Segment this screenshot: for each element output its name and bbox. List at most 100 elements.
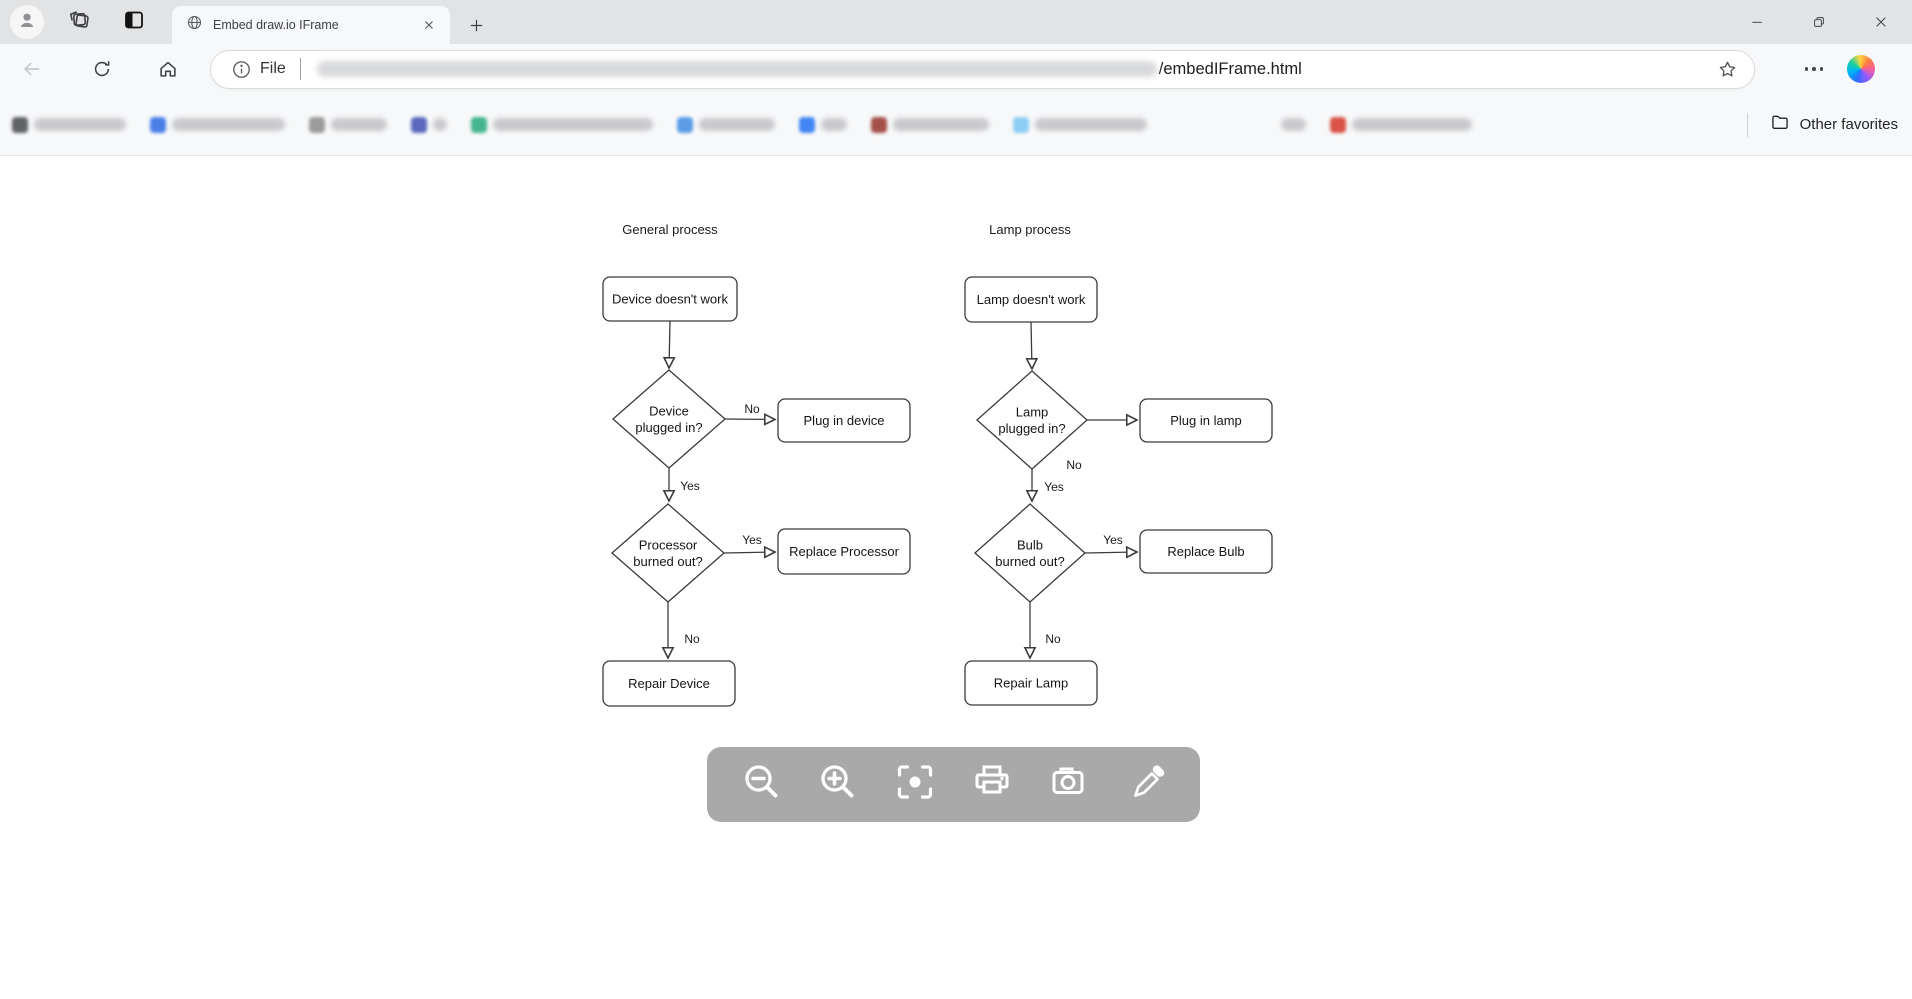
flowchart-canvas: General process Device doesn't work Devi…	[602, 222, 1273, 822]
bookmark-item[interactable]	[799, 116, 847, 133]
edge-general-start-to-d1	[669, 320, 670, 368]
back-button[interactable]	[16, 53, 48, 85]
avatar-icon	[15, 8, 39, 37]
other-favorites-button[interactable]: Other favorites	[1746, 112, 1912, 137]
bookmark-favicon	[871, 116, 887, 133]
settings-more-button[interactable]	[1797, 67, 1831, 71]
edge-label-general-yes2: Yes	[742, 533, 762, 547]
zoom-in-button[interactable]	[821, 765, 854, 798]
svg-text:Lamp doesn't work: Lamp doesn't work	[977, 292, 1086, 307]
bookmark-item[interactable]	[471, 116, 653, 133]
other-favorites-label: Other favorites	[1799, 116, 1898, 133]
edge-label-lamp-no2: No	[1045, 632, 1061, 646]
bookmark-label-blurred	[821, 118, 847, 131]
svg-text:plugged in?: plugged in?	[635, 420, 702, 435]
node-device-doesnt-work: Device doesn't work	[602, 276, 738, 322]
node-device-plugged-in: Device plugged in?	[612, 369, 726, 469]
favorites-bar: Other favorites	[0, 94, 1912, 156]
workspaces-icon	[67, 7, 93, 38]
minimize-button[interactable]	[1726, 0, 1788, 44]
refresh-button[interactable]	[86, 53, 118, 85]
bookmark-item[interactable]	[1013, 116, 1147, 133]
node-plug-in-lamp: Plug in lamp	[1139, 398, 1273, 443]
tab-close-button[interactable]	[418, 14, 440, 36]
bookmark-favicon	[411, 116, 427, 133]
camera-button[interactable]	[1052, 767, 1084, 794]
lamp-process-title: Lamp process	[989, 222, 1071, 237]
node-repair-lamp: Repair Lamp	[964, 660, 1098, 706]
workspaces-button[interactable]	[62, 4, 98, 40]
copilot-button[interactable]	[1847, 55, 1875, 83]
svg-text:burned out?: burned out?	[995, 554, 1064, 569]
bookmark-label-blurred	[172, 118, 285, 131]
node-processor-burned-out: Processor burned out?	[611, 503, 725, 603]
node-replace-processor: Replace Processor	[777, 528, 911, 575]
window-close-button[interactable]	[1850, 0, 1912, 44]
home-button[interactable]	[152, 53, 184, 85]
edit-button[interactable]	[1134, 765, 1165, 797]
svg-text:burned out?: burned out?	[633, 554, 702, 569]
bookmark-label-blurred	[331, 118, 387, 131]
address-bar[interactable]: File /embedIFrame.html	[210, 49, 1755, 89]
bookmark-item[interactable]	[1281, 118, 1306, 131]
bookmark-item[interactable]	[411, 116, 447, 133]
bookmark-favicon	[1330, 116, 1346, 133]
url-path-blurred	[316, 61, 1157, 77]
edge-label-general-no1: No	[744, 402, 760, 416]
edge-general-d1-no	[724, 419, 775, 420]
bookmark-favicon	[150, 116, 166, 133]
tab-actions-button[interactable]	[116, 4, 152, 40]
bookmark-label-blurred	[493, 118, 653, 131]
globe-icon	[186, 14, 203, 36]
favorites-divider	[1746, 112, 1748, 137]
svg-text:Replace Processor: Replace Processor	[789, 544, 899, 559]
bookmark-item[interactable]	[871, 116, 989, 133]
edge-label-general-yes1: Yes	[680, 479, 700, 493]
zoom-out-button[interactable]	[745, 765, 778, 798]
url-divider	[299, 58, 301, 80]
edge-label-lamp-yes1: Yes	[1044, 480, 1064, 494]
bookmark-item[interactable]	[1330, 116, 1472, 133]
svg-text:Repair Lamp: Repair Lamp	[994, 676, 1068, 691]
folder-icon	[1770, 112, 1790, 137]
svg-text:Processor: Processor	[639, 538, 698, 553]
print-button[interactable]	[975, 765, 1009, 794]
bookmark-label-blurred	[34, 118, 126, 131]
edge-lamp-d2-yes	[1084, 552, 1137, 553]
url-tail: /embedIFrame.html	[1158, 59, 1302, 78]
svg-text:Bulb: Bulb	[1017, 538, 1043, 553]
browser-tab[interactable]: Embed draw.io IFrame	[172, 6, 450, 44]
edge-general-d2-yes	[723, 552, 775, 553]
bookmark-item[interactable]	[150, 116, 285, 133]
svg-text:Replace Bulb: Replace Bulb	[1167, 544, 1244, 559]
svg-text:Plug in device: Plug in device	[804, 413, 885, 428]
viewer-toolbar	[707, 747, 1200, 822]
info-icon[interactable]	[231, 59, 252, 80]
bookmark-label-blurred	[1035, 118, 1147, 131]
svg-text:Device doesn't work: Device doesn't work	[612, 292, 728, 307]
bookmark-item[interactable]	[309, 116, 387, 133]
edge-label-general-no2: No	[684, 632, 700, 646]
fit-page-button[interactable]	[897, 765, 933, 799]
new-tab-button[interactable]	[462, 11, 490, 39]
bookmark-label-blurred	[1352, 118, 1472, 131]
general-process-title: General process	[622, 222, 718, 237]
restore-button[interactable]	[1788, 0, 1850, 44]
bookmark-item[interactable]	[12, 116, 126, 133]
node-lamp-plugged-in: Lamp plugged in?	[976, 370, 1088, 470]
bookmarks-list	[12, 116, 1472, 133]
page-content: General process Device doesn't work Devi…	[0, 156, 1912, 998]
node-repair-device: Repair Device	[602, 660, 736, 707]
tab-actions-icon	[121, 7, 147, 38]
bookmark-favicon	[471, 116, 487, 133]
node-lamp-doesnt-work: Lamp doesn't work	[964, 276, 1098, 323]
bookmark-favicon	[1013, 116, 1029, 133]
favorite-star-button[interactable]	[1717, 59, 1738, 80]
profile-button[interactable]	[10, 5, 44, 39]
node-plug-in-device: Plug in device	[777, 398, 911, 443]
svg-text:Plug in lamp: Plug in lamp	[1170, 413, 1242, 428]
bookmark-item[interactable]	[677, 116, 775, 133]
edge-label-lamp-yes2: Yes	[1103, 533, 1123, 547]
svg-text:plugged in?: plugged in?	[998, 421, 1065, 436]
bookmark-label-blurred	[893, 118, 989, 131]
